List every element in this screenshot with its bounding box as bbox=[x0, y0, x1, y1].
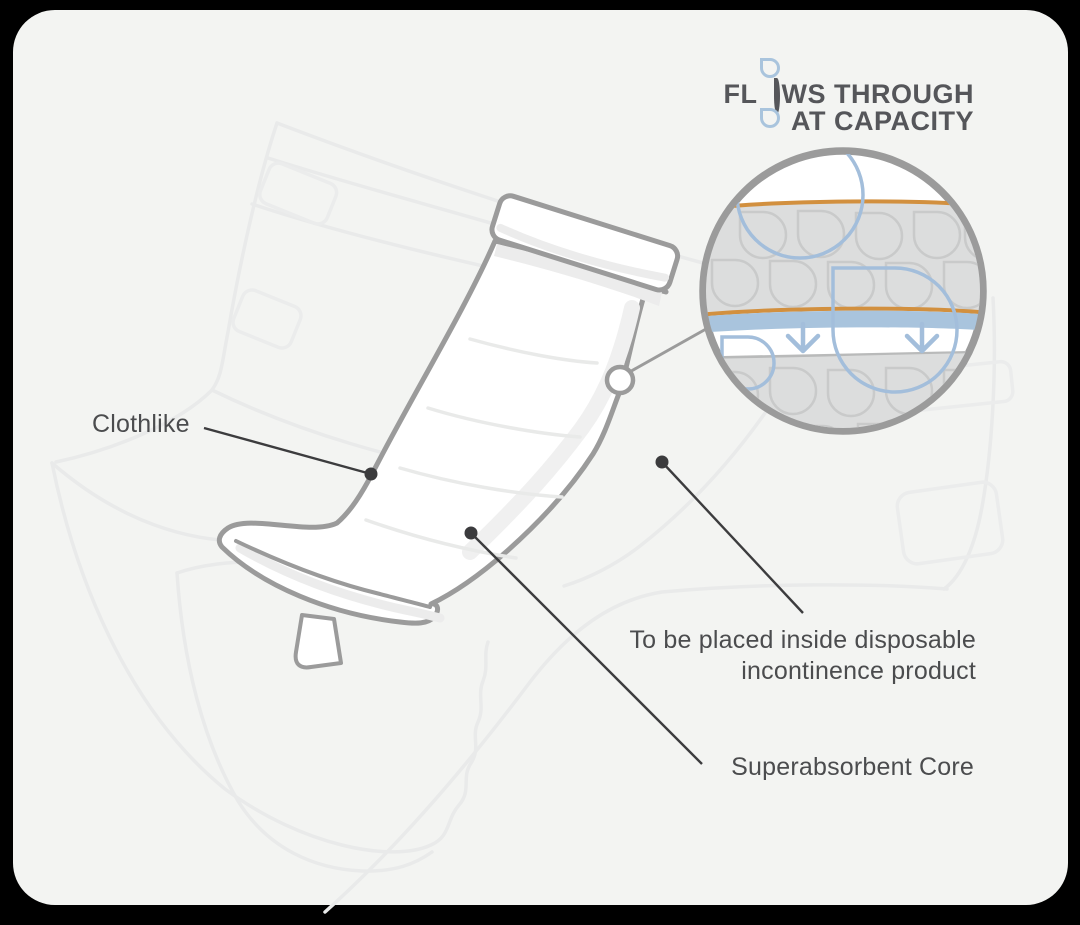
label-placement-line1: To be placed inside disposable bbox=[629, 626, 976, 654]
headline-line1: FL WS THROUGH bbox=[723, 58, 974, 128]
droplet-icon bbox=[759, 58, 780, 78]
label-placement: To be placed inside disposable incontine… bbox=[629, 625, 976, 687]
droplet-icon bbox=[759, 108, 780, 128]
droplet-stack bbox=[759, 58, 780, 128]
label-placement-line2: incontinence product bbox=[741, 657, 976, 685]
headline-line2: AT CAPACITY bbox=[791, 106, 974, 136]
label-superabsorbent-core: Superabsorbent Core bbox=[731, 753, 974, 781]
headline-text: FL bbox=[723, 79, 758, 109]
headline: FL WS THROUGH AT CAPACITY bbox=[723, 58, 974, 136]
headline-text: WS THROUGH bbox=[781, 79, 974, 109]
label-clothlike: Clothlike bbox=[92, 410, 190, 438]
